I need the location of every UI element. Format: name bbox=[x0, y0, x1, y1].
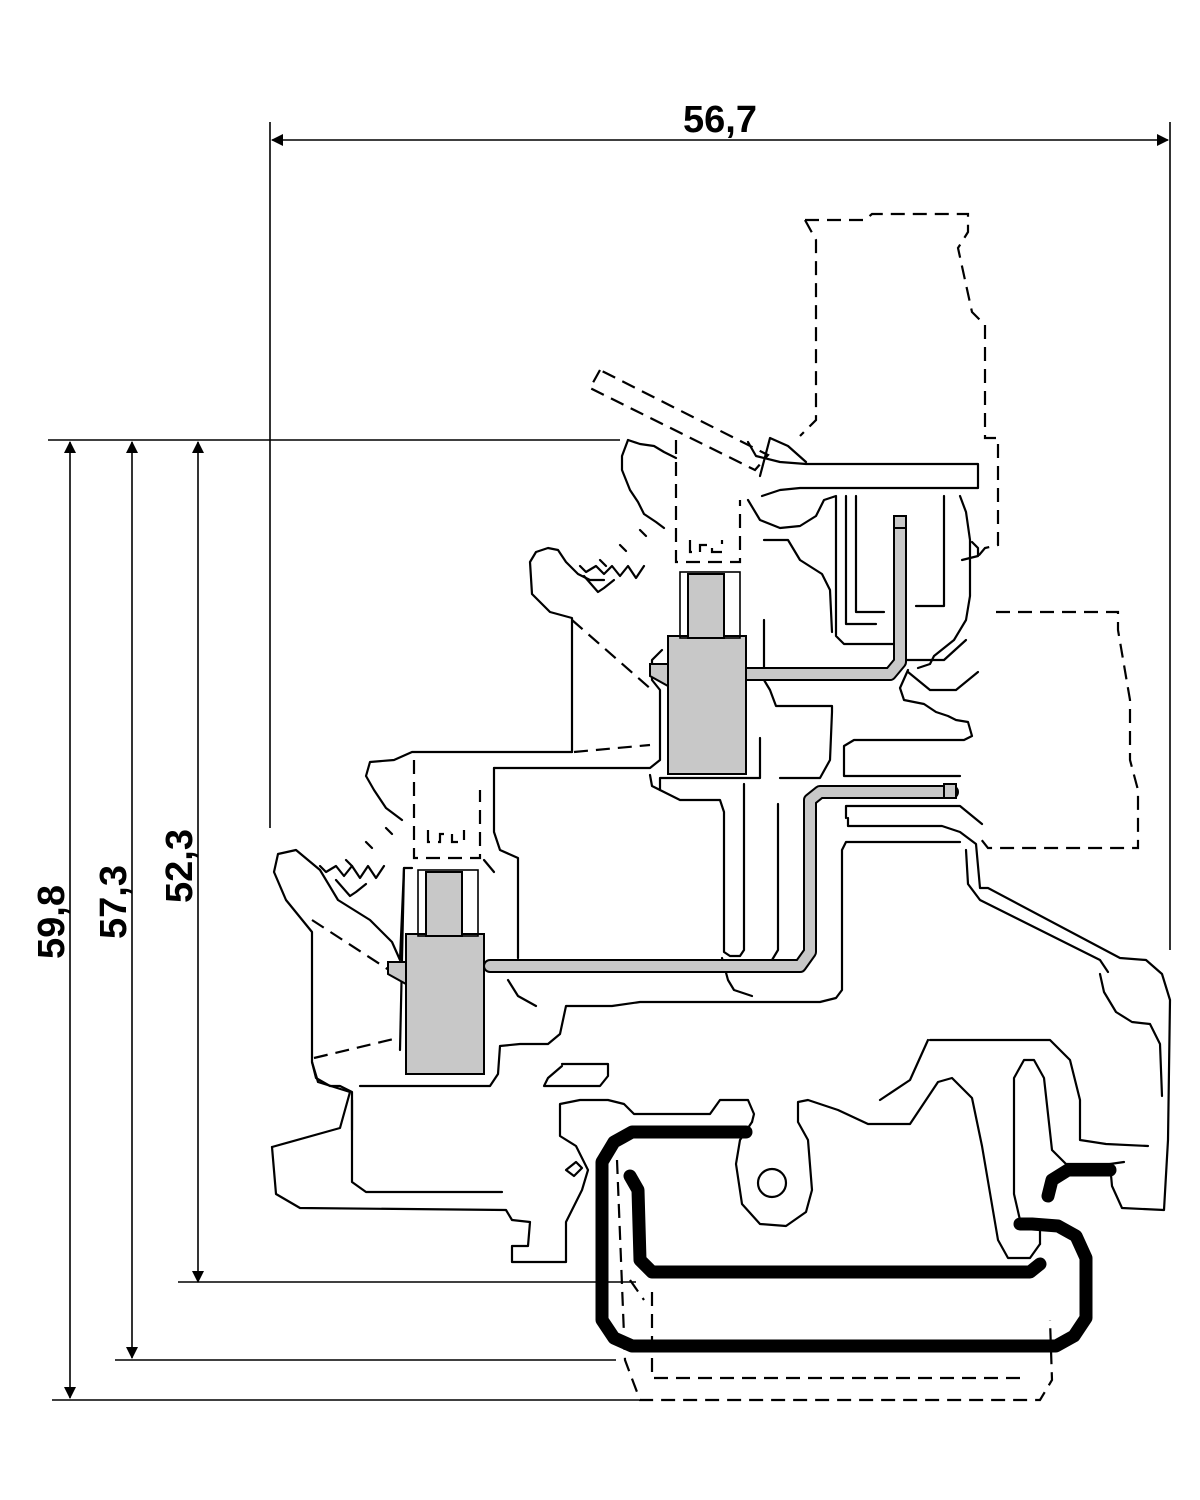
lower-clamp-screw bbox=[425, 871, 463, 937]
dim-height-outer-label: 59,8 bbox=[31, 885, 73, 959]
lower-clamp-body bbox=[405, 933, 485, 1075]
upper-clamp-body bbox=[667, 635, 747, 775]
dim-height-inner-label: 52,3 bbox=[159, 829, 201, 903]
dashed-outlines bbox=[311, 212, 1140, 1402]
upper-clamp-screw bbox=[687, 573, 725, 639]
terminal-block-housing bbox=[270, 436, 1172, 1264]
dim-height-middle-label: 57,3 bbox=[93, 865, 135, 939]
dimension-lines bbox=[48, 122, 1171, 1401]
conductor-bars bbox=[387, 515, 959, 1075]
dim-width-label: 56,7 bbox=[683, 99, 757, 141]
din-rail bbox=[564, 1125, 1117, 1353]
